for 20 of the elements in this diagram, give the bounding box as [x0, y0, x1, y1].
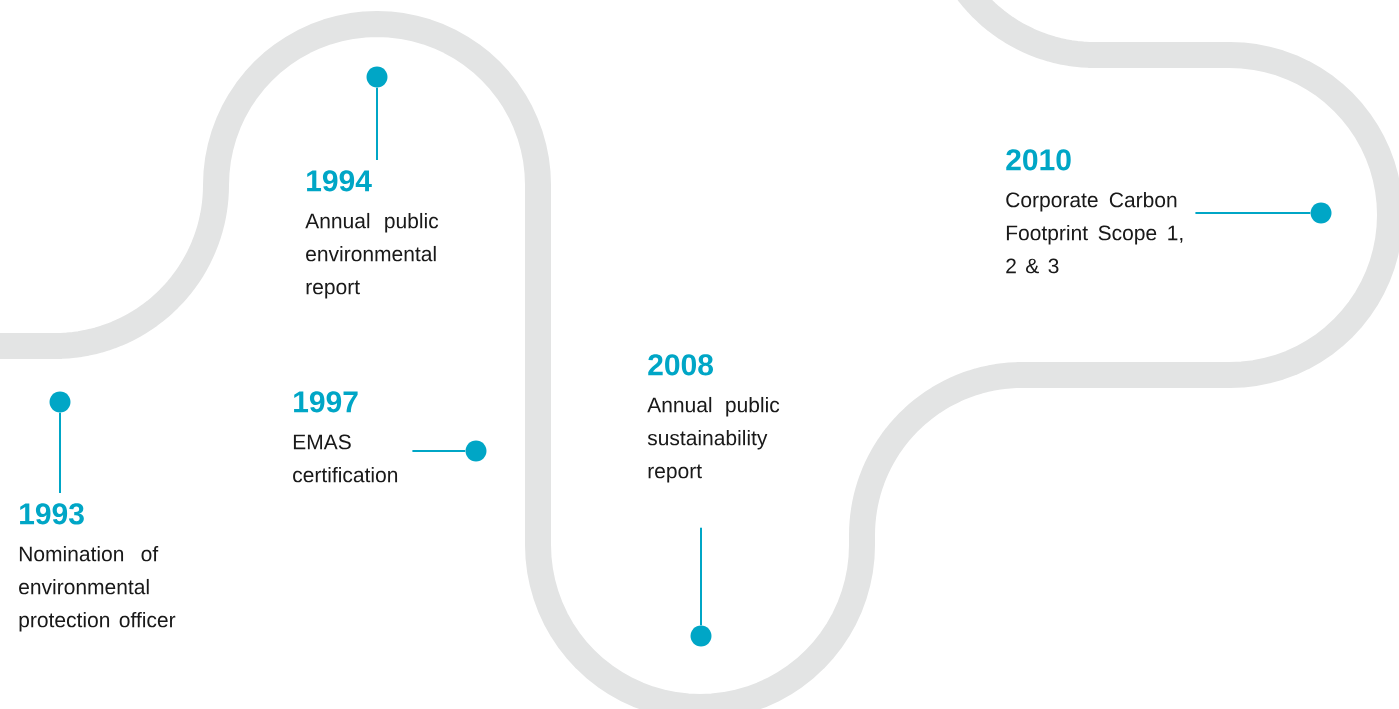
timeline-dot — [465, 440, 487, 462]
leader-line — [1194, 212, 1312, 214]
timeline-dot — [49, 391, 71, 413]
leader-line — [700, 526, 702, 627]
timeline-dot — [366, 66, 388, 88]
milestone-description: Annual public environmental report — [305, 212, 439, 299]
milestone-description: EMAS certification — [293, 434, 398, 483]
leader-line — [376, 86, 378, 161]
year-label: 1993 — [20, 503, 84, 525]
leader-line — [59, 411, 61, 494]
year-label: 1997 — [294, 391, 358, 413]
leader-line — [411, 450, 467, 452]
year-label: 1994 — [307, 170, 372, 192]
milestone-description: Nomination of environmental protection officer — [19, 545, 176, 632]
year-label: 2010 — [1006, 149, 1071, 171]
timeline-dot — [690, 625, 712, 647]
year-label: 2008 — [648, 354, 713, 376]
milestone-description: Corporate Carbon Footprint Scope 1, 2 & 3 — [1006, 191, 1183, 274]
milestone-description: Annual public sustainability report — [647, 396, 780, 483]
timeline-dot — [1310, 202, 1332, 224]
